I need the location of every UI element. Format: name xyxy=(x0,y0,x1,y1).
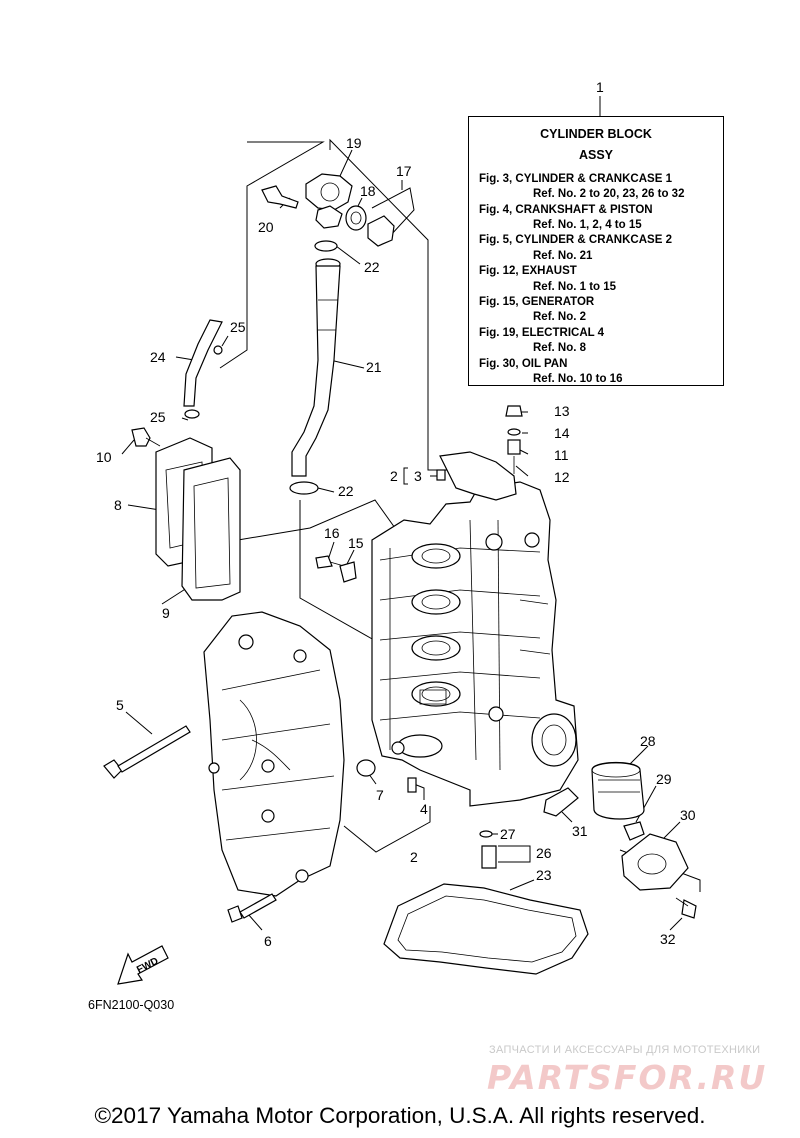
callout-8: 8 xyxy=(114,497,122,513)
crankcase xyxy=(203,611,345,897)
callout-6: 6 xyxy=(264,933,272,949)
callout-5: 5 xyxy=(116,697,124,713)
assembly-legend-box: CYLINDER BLOCK ASSY Fig. 3, CYLINDER & C… xyxy=(468,116,724,386)
callout-27: 27 xyxy=(500,826,516,842)
callout-10: 10 xyxy=(96,449,112,465)
top-small-parts xyxy=(436,405,523,481)
water-hose xyxy=(289,258,341,495)
breather-pipe xyxy=(183,319,223,419)
gasket-31-pins-26 xyxy=(479,787,579,869)
callout-28: 28 xyxy=(640,733,656,749)
callout-20: 20 xyxy=(258,219,274,235)
legend-fig-line: Fig. 5, CYLINDER & CRANKCASE 2 xyxy=(479,234,672,247)
legend-ref-line: Ref. No. 8 xyxy=(533,342,587,355)
callout-21: 21 xyxy=(366,359,382,375)
callout-9: 9 xyxy=(162,605,170,621)
callout-4: 4 xyxy=(420,801,428,817)
legend-ref-line: Ref. No. 2 to 20, 23, 26 to 32 xyxy=(533,188,685,201)
callout-numbers: 1 19 17 18 20 22 25 24 21 25 13 14 10 11… xyxy=(96,79,696,949)
callout-19: 19 xyxy=(346,135,362,151)
diagram-code: 6FN2100-Q030 xyxy=(88,998,175,1012)
callout-13: 13 xyxy=(554,403,570,419)
callout-15: 15 xyxy=(348,535,364,551)
callout-2-lower: 2 xyxy=(410,849,418,865)
fwd-arrow: FWD xyxy=(117,945,169,985)
copyright-notice: ©2017 Yamaha Motor Corporation, U.S.A. A… xyxy=(94,1103,706,1128)
callout-26: 26 xyxy=(536,845,552,861)
callout-24: 24 xyxy=(150,349,166,365)
callout-22-lower: 22 xyxy=(338,483,354,499)
oring-7-pin-4 xyxy=(356,759,417,793)
callout-23: 23 xyxy=(536,867,552,883)
callout-17: 17 xyxy=(396,163,412,179)
callout-22-top: 22 xyxy=(364,259,380,275)
watermark-tagline: ЗАПЧАСТИ И АКСЕССУАРЫ ДЛЯ МОТОТЕХНИКИ xyxy=(489,1044,761,1056)
legend-fig-line: Fig. 12, EXHAUST xyxy=(479,265,577,278)
legend-fig-line: Fig. 15, GENERATOR xyxy=(479,296,595,309)
callout-18: 18 xyxy=(360,183,376,199)
callout-31: 31 xyxy=(572,823,588,839)
callout-3: 3 xyxy=(414,468,422,484)
legend-fig-line: Fig. 30, OIL PAN xyxy=(479,357,568,370)
oil-pan-gasket xyxy=(383,883,589,975)
legend-ref-line: Ref. No. 21 xyxy=(533,249,593,262)
callout-14: 14 xyxy=(554,425,570,441)
callout-30: 30 xyxy=(680,807,696,823)
callout-29: 29 xyxy=(656,771,672,787)
callout-2-upper: 2 xyxy=(390,468,398,484)
callout-16: 16 xyxy=(324,525,340,541)
oil-filter-group xyxy=(591,761,697,919)
callout-12: 12 xyxy=(554,469,570,485)
exhaust-cover xyxy=(131,427,241,601)
legend-ref-line: Ref. No. 1 to 15 xyxy=(533,280,617,293)
legend-fig-line: Fig. 4, CRANKSHAFT & PISTON xyxy=(479,203,653,216)
legend-ref-line: Ref. No. 10 to 16 xyxy=(533,373,623,386)
thermostat-group xyxy=(261,173,395,252)
legend-fig-line: Fig. 3, CYLINDER & CRANKCASE 1 xyxy=(479,172,672,185)
long-bolts xyxy=(103,725,277,923)
callout-1: 1 xyxy=(596,79,604,95)
legend-subtitle: ASSY xyxy=(578,148,614,163)
cylinder-block xyxy=(371,451,579,807)
callout-7: 7 xyxy=(376,787,384,803)
callout-25-lower: 25 xyxy=(150,409,166,425)
watermark-logo: PARTSFOR.RU xyxy=(487,1058,768,1097)
callout-11: 11 xyxy=(554,447,569,463)
bolt-16-pin-15 xyxy=(315,555,357,583)
callout-32: 32 xyxy=(660,931,676,947)
legend-title: CYLINDER BLOCK xyxy=(540,127,652,141)
legend-ref-line: Ref. No. 1, 2, 4 to 15 xyxy=(533,219,642,232)
legend-fig-line: Fig. 19, ELECTRICAL 4 xyxy=(479,326,605,339)
callout-25-top: 25 xyxy=(230,319,246,335)
legend-ref-line: Ref. No. 2 xyxy=(533,311,587,324)
